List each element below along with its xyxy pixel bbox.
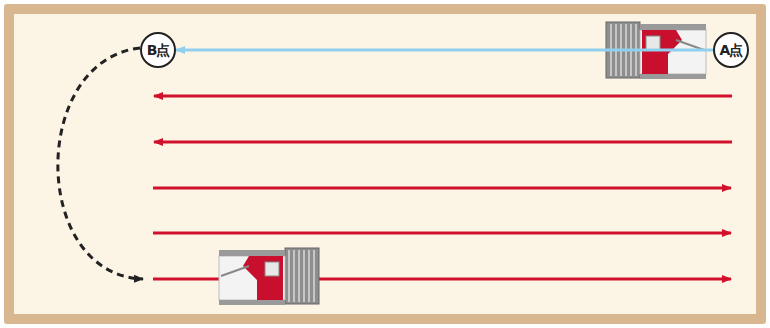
- path-arrow: [153, 232, 731, 235]
- point-label: A点: [720, 43, 743, 57]
- harvester-body: [640, 30, 706, 74]
- path-arrow: [154, 141, 732, 144]
- field-area: [14, 14, 756, 314]
- path-arrow: [153, 187, 731, 190]
- edge-layer: [176, 50, 713, 51]
- harvester-track: [640, 24, 706, 30]
- field-border: [4, 4, 766, 324]
- harvester-seat: [646, 36, 660, 50]
- harvester-cab: [642, 30, 682, 74]
- harvester-track: [640, 74, 706, 79]
- point-label: B点: [147, 43, 170, 57]
- guide-line: [176, 49, 713, 52]
- path-arrow: [154, 95, 732, 98]
- point-marker: A点: [713, 32, 749, 68]
- point-marker: B点: [140, 32, 176, 68]
- turn-path: [58, 48, 143, 279]
- combine-harvester: [219, 248, 319, 305]
